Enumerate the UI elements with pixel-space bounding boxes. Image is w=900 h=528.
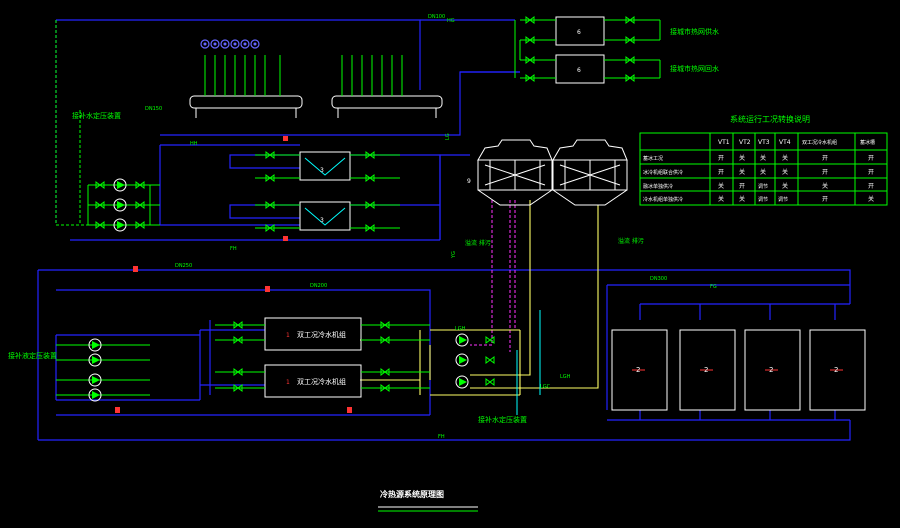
cooling-towers xyxy=(477,139,628,206)
tank-4-number: 2 xyxy=(834,366,838,374)
label-drain-right: 溢流 排污 xyxy=(618,237,644,245)
pipe-tag-lgh-2: LGH xyxy=(560,374,571,380)
table-header-vt2: VT2 xyxy=(739,139,751,146)
hx-lower-number: 3 xyxy=(320,217,324,224)
hx66-upper-number: 6 xyxy=(577,29,581,36)
ice-tanks xyxy=(611,329,866,411)
chiller-lower-label: 双工况冷水机组 xyxy=(297,377,346,386)
pump-group-upper xyxy=(87,178,160,232)
chillers xyxy=(215,317,430,398)
hx-upper-number: 3 xyxy=(320,167,324,174)
pipe-tag-dn100: DN100 xyxy=(428,14,445,20)
hx-top xyxy=(514,16,661,84)
table-row-4-chiller: 开 xyxy=(822,196,828,203)
mode-table xyxy=(639,132,888,206)
tank-2-number: 2 xyxy=(704,366,708,374)
pipe-tag-fh: FH xyxy=(438,434,445,440)
table-row-2-chiller: 开 xyxy=(822,169,828,176)
label-outdoor-return: 接城市热网回水 xyxy=(670,64,719,73)
pump-group-lower xyxy=(56,338,150,402)
pipe-tag-dn300: DN300 xyxy=(650,276,667,282)
table-row-4-vt3: 调节 xyxy=(758,196,768,203)
pipe-tag-hh: HH xyxy=(190,141,198,147)
table-row-4-mode: 冷水机组单独供冷 xyxy=(643,196,683,203)
tank-3-number: 2 xyxy=(769,366,773,374)
pipe-tag-yg: YG xyxy=(451,251,457,259)
red-valves xyxy=(115,136,352,413)
title-underline xyxy=(378,506,478,512)
magenta-pipes xyxy=(470,200,516,352)
glycol-pumps xyxy=(455,333,495,389)
pipe-tag-fg: FG xyxy=(710,284,717,290)
table-row-2-tank: 开 xyxy=(868,169,874,176)
table-row-1-tank: 开 xyxy=(868,155,874,162)
table-row-2-vt2: 关 xyxy=(739,168,745,176)
label-drain-left: 溢流 排污 xyxy=(465,239,491,247)
cyan-pipes xyxy=(516,310,541,415)
chiller-upper-number: 1 xyxy=(286,332,290,339)
table-row-4-vt4: 调节 xyxy=(778,196,788,203)
manifold-right xyxy=(331,55,443,118)
table-row-3-chiller: 关 xyxy=(822,182,828,190)
table-row-1-vt4: 关 xyxy=(782,154,788,162)
table-row-1-vt3: 关 xyxy=(760,154,766,162)
table-row-1-chiller: 开 xyxy=(822,155,828,162)
table-row-2-vt4: 关 xyxy=(782,168,788,176)
table-row-1-mode: 蓄冰工况 xyxy=(643,155,663,162)
table-row-3-vt4: 关 xyxy=(782,182,788,190)
label-makeup-lower: 接补液定压装置 xyxy=(8,351,57,360)
label-makeup-bottom: 接补水定压装置 xyxy=(478,415,527,424)
table-row-3-vt3: 调节 xyxy=(758,183,768,190)
pipe-tag-lgh: LGH xyxy=(455,326,466,332)
yellow-pipes xyxy=(360,200,599,396)
pipe-tag-fh-2: FH xyxy=(230,246,237,252)
pipe-tag-dn250: DN250 xyxy=(175,263,192,269)
pipe-tag-hg: HG xyxy=(447,18,455,24)
chiller-upper-label: 双工况冷水机组 xyxy=(297,330,346,339)
table-row-1-vt2: 关 xyxy=(739,154,745,162)
table-row-3-tank: 开 xyxy=(868,183,874,190)
label-makeup-upper: 接补水定压装置 xyxy=(72,111,121,120)
table-row-3-vt1: 关 xyxy=(718,182,724,190)
blue-pipes xyxy=(37,19,851,441)
tank-1-number: 2 xyxy=(636,366,640,374)
hx66-lower-number: 6 xyxy=(577,67,581,74)
table-row-3-vt2: 开 xyxy=(739,183,745,190)
table-title: 系统运行工况转换说明 xyxy=(730,114,810,124)
table-row-2-vt3: 关 xyxy=(760,168,766,176)
pipe-tag-lgc: LGC xyxy=(540,384,551,390)
table-row-2-mode: 冰冷机组联合供冷 xyxy=(643,169,683,176)
table-row-3-mode: 融冰单独供冷 xyxy=(643,183,673,190)
label-outdoor-supply: 接城市热网供水 xyxy=(670,27,719,36)
table-header-vt1: VT1 xyxy=(718,139,730,146)
table-header-vt4: VT4 xyxy=(779,139,791,146)
pipe-tag-dn200: DN200 xyxy=(310,283,327,289)
pipe-tag-lg: LG xyxy=(445,133,451,140)
table-header-chiller: 双工况冷水机组 xyxy=(802,139,837,146)
pipe-tag-dn150: DN150 xyxy=(145,106,162,112)
chiller-lower-number: 1 xyxy=(286,379,290,386)
table-row-1-vt1: 开 xyxy=(718,155,724,162)
table-row-4-vt2: 关 xyxy=(739,195,745,203)
hx-mid xyxy=(255,151,400,232)
table-row-4-vt1: 关 xyxy=(718,195,724,203)
green-dashed-lines xyxy=(55,20,160,226)
manifold-left xyxy=(189,39,303,118)
table-header-vt3: VT3 xyxy=(758,139,770,146)
table-header-tank: 蓄冰槽 xyxy=(860,139,875,146)
tower-number: 9 xyxy=(467,178,471,185)
drawing-title: 冷热源系统原理图 xyxy=(380,489,444,499)
table-row-2-vt1: 开 xyxy=(718,169,724,176)
table-row-4-tank: 关 xyxy=(868,195,874,203)
